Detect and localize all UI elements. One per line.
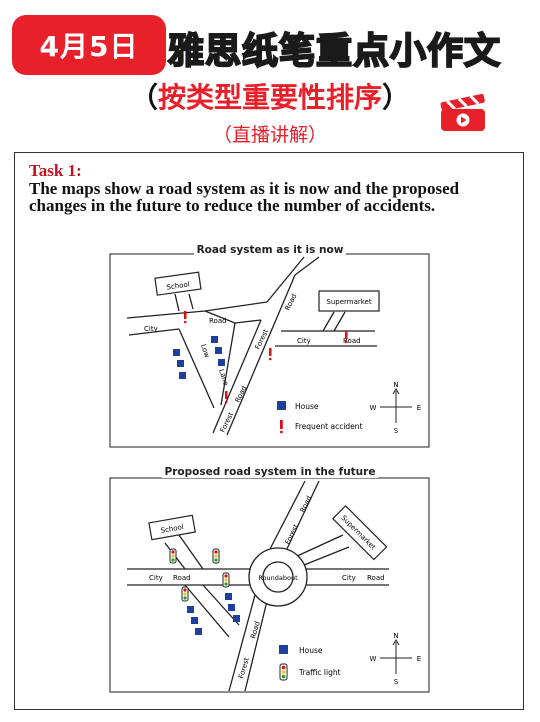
map2-traffic-lights: [169, 548, 230, 602]
map1-houses: [173, 336, 225, 379]
map2-compass-n: N: [393, 632, 398, 640]
subhead-open-paren: （: [129, 81, 158, 114]
map2-compass-s: S: [394, 678, 399, 686]
map2-compass-e: E: [417, 655, 421, 663]
map-future: Roundabout School Supermarket City Road …: [109, 477, 430, 693]
map2-city-left-label: City: [149, 574, 163, 582]
task-label: Task 1:: [29, 161, 82, 180]
map1-legend-accident-icon: [280, 420, 283, 434]
clapperboard-play-icon: [440, 94, 485, 131]
subhead: （按类型重要性排序）: [0, 76, 540, 116]
map1-legend-house-icon: [277, 401, 286, 410]
map1-compass-s: S: [394, 427, 399, 435]
subhead-text: 按类型重要性排序: [157, 81, 382, 114]
live-note: （直播讲解）: [212, 124, 327, 146]
map2-school-label: School: [160, 523, 184, 535]
map2-title-wrap: Proposed road system in the future: [15, 466, 525, 478]
map2-road-right-label: Road: [367, 574, 385, 582]
map1-legend-house: House: [295, 402, 319, 411]
map1-road-left-label: Road: [209, 317, 227, 325]
map2-city-right-label: City: [342, 574, 356, 582]
map2-legend-house: House: [299, 646, 323, 655]
map1-legend-accident: Frequent accident: [295, 422, 363, 431]
map1-compass-icon: [380, 388, 412, 423]
map-current: School Supermarket City Road Low Lane Fo…: [109, 253, 430, 448]
headline: 雅思纸笔重点小作文: [167, 30, 502, 73]
map1-low-label: Low: [199, 343, 211, 359]
map1-city-right-label: City: [297, 337, 311, 345]
map2-compass-w: W: [370, 655, 377, 663]
map2-roundabout-label: Roundabout: [258, 574, 298, 582]
map1-school-label: School: [166, 280, 190, 291]
map1-title: Road system as it is now: [193, 244, 347, 256]
map2-legend-traffic-light-icon: [279, 663, 288, 681]
map2-compass-icon: [380, 639, 412, 674]
map1-compass-n: N: [393, 381, 398, 389]
map2-road-left-label: Road: [173, 574, 191, 582]
map1-compass-w: W: [370, 404, 377, 412]
map1-supermarket-label: Supermarket: [326, 298, 371, 306]
task-card: Task 1: The maps show a road system as i…: [14, 152, 524, 710]
map1-accident-marks: [183, 311, 348, 404]
map1-compass-e: E: [417, 404, 421, 412]
map2-title: Proposed road system in the future: [161, 466, 379, 478]
map2-legend-house-icon: [279, 645, 288, 654]
task-prompt: The maps show a road system as it is now…: [29, 179, 460, 215]
map1-road-right-label: Road: [343, 337, 361, 345]
subhead-close-paren: ）: [382, 81, 411, 114]
date-badge: 4月5日: [12, 15, 166, 75]
map2-houses: [187, 593, 240, 635]
map2-legend-traffic-light: Traffic light: [298, 668, 341, 677]
map1-city-left-label: City: [144, 325, 158, 333]
map1-title-wrap: Road system as it is now: [15, 244, 525, 256]
